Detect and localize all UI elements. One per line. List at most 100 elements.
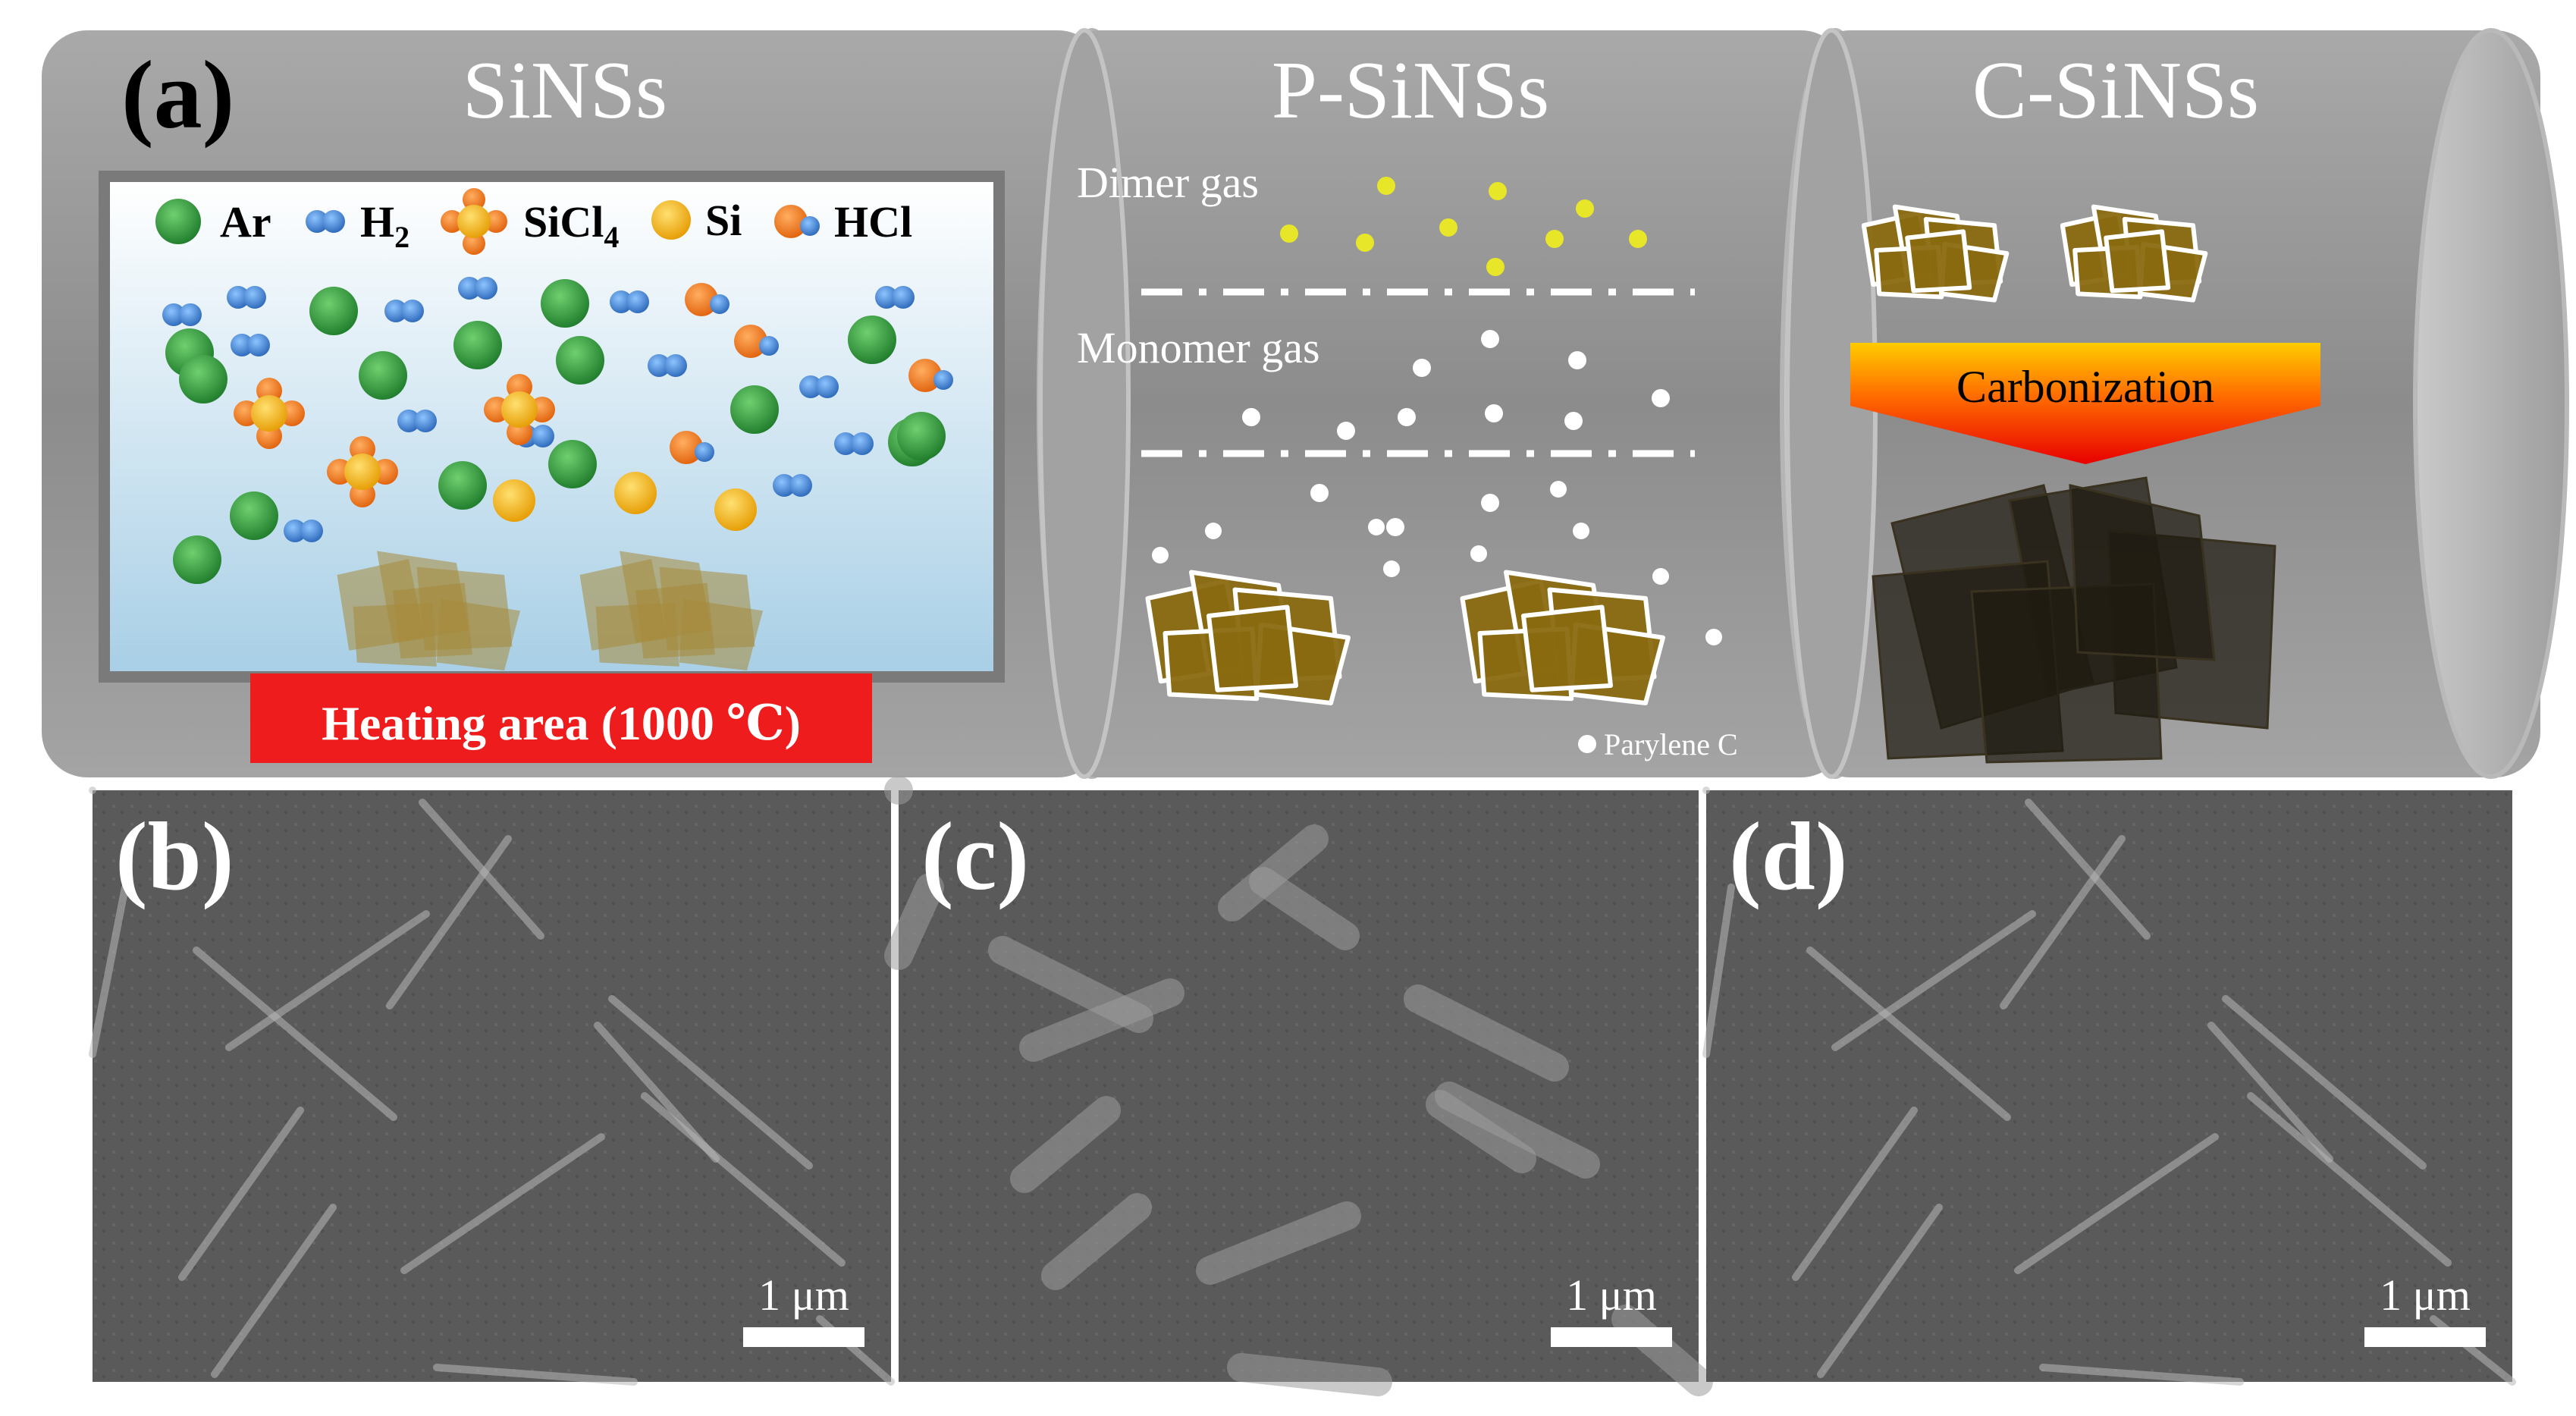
hydrogen-atom	[851, 432, 874, 455]
hydrogen-atom	[759, 336, 779, 356]
hydrogen-atom	[231, 334, 253, 356]
monomer-particle	[1413, 359, 1431, 377]
nanostructure-streak	[1435, 1082, 1600, 1179]
parylene-particle	[1470, 545, 1487, 562]
hcl-molecule	[908, 359, 953, 392]
hydrogen-atom	[664, 354, 687, 377]
hydrogen-atom	[475, 277, 497, 300]
hydrogen-molecule	[648, 354, 687, 377]
parylene-legend-dot	[1578, 735, 1596, 753]
dimer-particle	[1280, 224, 1298, 243]
nanostructure-streak	[178, 1107, 304, 1281]
sem-panel-letter: (b)	[115, 802, 234, 910]
hydrogen-atom	[773, 474, 795, 497]
parylene-particle	[1152, 547, 1169, 564]
nanostructure-streak	[2039, 1364, 2244, 1386]
hcl-molecule	[685, 283, 730, 316]
nanostructure-streak	[1806, 947, 2011, 1121]
scale-bar	[1551, 1327, 1672, 1347]
precursor-sheet-clusters	[1861, 204, 2208, 303]
carbonization-label: Carbonization	[1956, 362, 2214, 412]
coated-cluster-left	[1145, 570, 1351, 705]
hydrogen-molecule	[875, 286, 915, 309]
hydrogen-atom	[458, 277, 481, 300]
nanostructure-streak	[1702, 884, 1735, 1058]
nanosheet	[393, 582, 472, 659]
nanostructure-streak	[641, 1092, 846, 1267]
scale-bar-label: 1 μm	[2380, 1270, 2471, 1320]
dimer-particle	[1629, 230, 1647, 248]
argon-atom	[453, 321, 502, 369]
dimer-particle	[1377, 177, 1395, 195]
hydrogen-atom	[695, 442, 714, 462]
nanosheet	[1905, 229, 1972, 294]
monomer-particle	[1481, 330, 1499, 348]
argon-atom	[438, 461, 487, 510]
parylene-particle	[1652, 568, 1669, 585]
silicon-atom	[493, 479, 535, 522]
hydrogen-atom	[799, 375, 822, 398]
parylene-particle	[1383, 560, 1400, 577]
hydrogen-molecule	[384, 300, 424, 322]
nanostructure-streak	[225, 910, 430, 1051]
monomer-gas-label: Monomer gas	[1077, 323, 1320, 372]
nanostructure-streak	[400, 1133, 605, 1274]
nanostructure-streak	[1227, 1353, 1392, 1396]
argon-atom	[309, 287, 358, 335]
chlorine-atom	[908, 359, 942, 392]
hydrogen-atom	[401, 300, 424, 322]
dimer-gas-label: Dimer gas	[1077, 158, 1259, 207]
hydrogen-molecule	[231, 334, 270, 356]
chlorine-atom	[685, 283, 718, 316]
legend-sicl4-label: SiCl4	[523, 197, 619, 254]
stage-title-sinss: SiNSs	[463, 46, 667, 136]
nanostructure-streak	[1010, 1096, 1121, 1193]
monomer-particle	[1485, 404, 1503, 422]
carbonized-sheets	[1872, 476, 2276, 764]
nanostructure-streak	[2247, 1092, 2452, 1267]
nanosheet	[1206, 604, 1298, 692]
stage-title-c-sinss: C-SiNSs	[1972, 46, 2259, 136]
sicl4-molecule	[484, 374, 555, 445]
legend-sicl4-subscript: 4	[604, 220, 619, 254]
nanostructure-streak	[2014, 1133, 2219, 1274]
silicon-atom	[714, 488, 757, 531]
parylene-deposition: Dimer gas Monomer gas Parylene C	[1077, 158, 1738, 761]
precursor-cluster-right	[2060, 204, 2208, 303]
nanostructure-streak	[1792, 1107, 1918, 1281]
sinss-sheet-clusters	[337, 551, 763, 670]
argon-atom	[848, 316, 896, 364]
sem-panels: (b) 1 μm (c)1 μm(d) 1 μm	[89, 776, 2516, 1396]
hcl-molecule	[734, 325, 779, 358]
nanostructure-streak	[386, 835, 512, 1009]
legend-ar-label: Ar	[220, 197, 271, 246]
sem-panel-d: (d) 1 μm	[1702, 786, 2516, 1386]
argon-atom	[179, 355, 227, 403]
argon-atom	[548, 440, 597, 488]
legend-h2-subscript: 2	[394, 220, 409, 254]
nanostructure-streak	[211, 1204, 337, 1378]
nanosheet	[2104, 229, 2171, 294]
hcl-molecule	[670, 431, 714, 464]
hydrogen-atom	[162, 303, 185, 326]
scale-bar	[743, 1327, 864, 1347]
hydrogen-atom	[816, 375, 839, 398]
nanostructure-streak	[608, 995, 813, 1170]
nanosheet	[1521, 604, 1613, 692]
dimer-particle	[1489, 182, 1507, 200]
nanostructure-streak	[1249, 867, 1360, 950]
heating-area-label: Heating area (1000 ℃)	[322, 696, 801, 750]
sheet-cluster-left	[337, 551, 520, 670]
sem-panel-c: (c)1 μm	[884, 776, 1713, 1396]
hydrogen-molecule	[162, 303, 202, 326]
silicon-atom	[344, 454, 381, 490]
carbonization-stage: Carbonization	[1850, 204, 2320, 764]
hydrogen-atom	[397, 410, 420, 432]
chlorine-atom	[734, 325, 767, 358]
parylene-particle	[1550, 481, 1567, 498]
nanostructure-streak	[89, 884, 129, 1058]
scale-bar	[2364, 1327, 2486, 1347]
legend-hcl-icon	[774, 205, 820, 238]
reactor-molecules	[162, 277, 953, 584]
sem-panel-letter: (d)	[1729, 802, 1847, 910]
